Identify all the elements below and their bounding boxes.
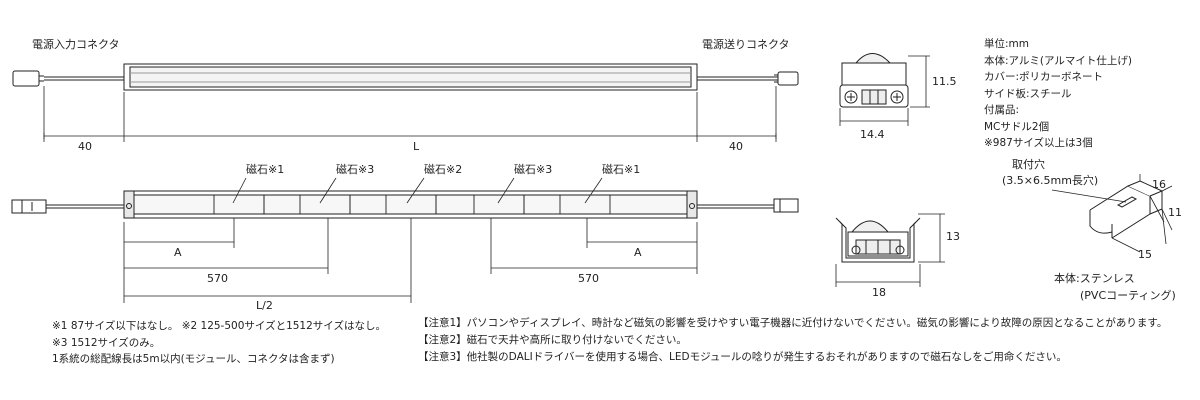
magnet-label-3: 磁石※2 [424, 163, 463, 176]
spec-block: 単位:mm 本体:アルミ(アルマイト仕上げ) カバー:ポリカーボネート サイド板… [984, 36, 1132, 152]
dim-label-a-left: A [174, 246, 182, 259]
magnet-cells [213, 194, 611, 215]
input-connector [12, 70, 40, 87]
section-top-height: 11.5 [932, 75, 957, 88]
spec-cover: カバー:ポリカーボネート [984, 71, 1104, 83]
section-bottom-width: 18 [872, 286, 886, 299]
section-top-width: 14.4 [860, 128, 885, 141]
saddle-dim-15: 15 [1138, 248, 1152, 261]
note-left-1: ※1 87サイズ以下はなし。 ※2 125-500サイズと1512サイズはなし。 [52, 320, 386, 332]
dimension-ticks [43, 133, 777, 139]
spec-mc-saddle: MCサドル2個 [984, 120, 1050, 133]
magnet-label-1: 磁石※1 [246, 163, 285, 176]
spec-accessories: 付属品: [984, 104, 1020, 116]
top-view [12, 63, 799, 142]
spec-note-987: ※987サイズ以上は3個 [984, 137, 1093, 149]
output-connector [777, 71, 799, 86]
magnet-leaders [232, 177, 603, 204]
saddle-hole-size: (3.5×6.5mm長穴) [1002, 174, 1099, 187]
output-connector-bottom [773, 198, 799, 213]
magnet-label-4: 磁石※3 [514, 163, 553, 176]
dim-label-a-right: A [634, 246, 642, 259]
saddle-dim-16: 16 [1152, 178, 1166, 191]
spec-side: サイド板:スチール [984, 87, 1072, 100]
input-connector-bottom [11, 199, 47, 214]
note-right-2: 【注意2】磁石で天井や高所に取り付けないでください。 [418, 334, 687, 346]
dim-label-l: L [413, 140, 420, 153]
spec-body: 本体:アルミ(アルマイト仕上げ) [984, 54, 1133, 67]
note-right-3: 【注意3】他社製のDALIドライバーを使用する場合、LEDモジュールの唸りが発生… [418, 351, 1067, 363]
saddle-hole-title: 取付穴 [1012, 158, 1045, 171]
output-connector-label: 電源送りコネクタ [702, 38, 790, 51]
cross-section-bottom [835, 213, 945, 287]
magnet-label-2: 磁石※3 [336, 163, 375, 176]
saddle-material: 本体:ステンレス [1054, 272, 1135, 285]
dim-label-40-left: 40 [78, 140, 92, 153]
section-bottom-height: 13 [946, 230, 960, 243]
dim-label-570-left: 570 [207, 272, 228, 285]
mc-saddle [1051, 174, 1173, 253]
bottom-view [11, 177, 799, 303]
notes-right: 【注意1】パソコンやディスプレイ、時計など磁気の影響を受けやすい電子機器に近付け… [418, 315, 1167, 366]
magnet-label-5: 磁石※1 [602, 163, 641, 176]
dim-label-570-right: 570 [578, 272, 599, 285]
note-left-2: ※3 1512サイズのみ。 [52, 336, 161, 349]
dim-label-half: L/2 [256, 299, 273, 312]
dim-label-40-right: 40 [729, 140, 743, 153]
input-connector-label: 電源入力コネクタ [32, 38, 120, 51]
cross-section-top [839, 53, 930, 126]
spec-unit: 単位:mm [984, 38, 1029, 50]
saddle-dim-11: 11 [1168, 206, 1182, 219]
note-left-3: 1系統の総配線長は5m以内(モジュール、コネクタは含まず) [52, 353, 335, 365]
note-right-1: 【注意1】パソコンやディスプレイ、時計など磁気の影響を受けやすい電子機器に近付け… [418, 317, 1168, 329]
saddle-material-sub: (PVCコーティング) [1080, 289, 1176, 302]
notes-left: ※1 87サイズ以下はなし。 ※2 125-500サイズと1512サイズはなし。… [52, 318, 386, 368]
